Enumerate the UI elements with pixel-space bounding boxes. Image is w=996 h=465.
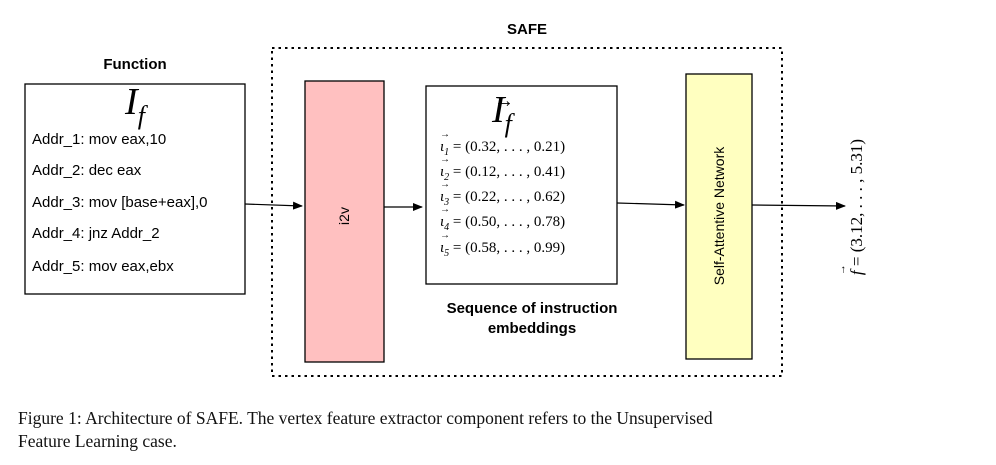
function-title: Function <box>103 56 167 73</box>
figure-caption-line2: Feature Learning case. <box>18 431 177 451</box>
embedding-value: (0.12, . . . , 0.41) <box>465 164 566 180</box>
embedding-symbol: ι <box>440 214 445 230</box>
vector-arrow-icon: → <box>440 129 450 140</box>
vector-arrow-icon: → <box>836 264 848 276</box>
vector-arrow-icon: → <box>440 179 450 190</box>
embedding-value: (0.22, . . . , 0.62) <box>465 189 566 205</box>
embeddings-caption-line1: Sequence of instruction <box>446 300 618 317</box>
network-label: Self-Attentive Network <box>711 146 727 286</box>
embeddings-symbol: → I f <box>492 90 562 144</box>
vector-arrow-icon: → <box>440 204 450 215</box>
embedding-value: (0.32, . . . , 0.21) <box>465 139 566 155</box>
embedding-row: →ι2 = (0.12, . . . , 0.41) <box>440 154 566 183</box>
safe-title: SAFE <box>506 21 547 38</box>
embedding-index: 3 <box>444 197 450 208</box>
function-symbol: If <box>25 82 245 136</box>
embedding-symbol: ι <box>440 240 445 256</box>
embeddings-symbol-main: I <box>492 89 505 131</box>
instruction-line: Addr_2: dec eax <box>32 162 142 179</box>
embedding-row: →ι3 = (0.22, . . . , 0.62) <box>440 179 566 208</box>
arrow-network-to-output <box>751 201 846 210</box>
embedding-index: 1 <box>444 147 450 158</box>
embedding-symbol: ι <box>440 189 445 205</box>
embeddings-caption-line2: embeddings <box>487 320 577 337</box>
i2v-box <box>304 80 385 363</box>
instruction-line: Addr_5: mov eax,ebx <box>32 258 174 275</box>
embedding-index: 5 <box>444 248 450 259</box>
output-symbol: f <box>847 270 866 276</box>
instruction-line: Addr_3: mov [base+eax],0 <box>32 194 208 211</box>
embedding-row: →ι4 = (0.50, . . . , 0.78) <box>440 204 566 233</box>
embedding-symbol: ι <box>440 139 445 155</box>
instruction-line: Addr_4: jnz Addr_2 <box>32 225 160 242</box>
arrow-embeddings-to-network <box>616 200 685 209</box>
vector-arrow-icon: → <box>440 230 450 241</box>
vector-arrow-icon: → <box>440 154 450 165</box>
embedding-row: →ι5 = (0.58, . . . , 0.99) <box>440 230 566 259</box>
embedding-value: (0.58, . . . , 0.99) <box>465 240 566 256</box>
vector-arrow-icon: → <box>494 90 514 112</box>
i2v-label: i2v <box>336 207 352 225</box>
arrow-function-to-i2v <box>244 201 303 210</box>
embedding-value: (0.50, . . . , 0.78) <box>465 214 566 230</box>
output-vector: →f = (3.12, . . . , 5.31) <box>836 138 866 276</box>
embedding-index: 2 <box>444 172 450 183</box>
function-symbol-main: I <box>125 81 138 123</box>
network-box <box>685 73 753 360</box>
embeddings-symbol-sub: f <box>504 109 512 138</box>
embeddings-box <box>425 85 618 285</box>
instruction-line: Addr_1: mov eax,10 <box>32 131 167 148</box>
embedding-row: →ι1 = (0.32, . . . , 0.21) <box>440 129 566 158</box>
output-value: (3.12, . . . , 5.31) <box>847 138 866 253</box>
figure-caption-line1: Figure 1: Architecture of SAFE. The vert… <box>18 408 713 428</box>
function-symbol-sub: f <box>137 101 145 130</box>
safe-container <box>271 47 783 377</box>
embedding-symbol: ι <box>440 164 445 180</box>
embedding-index: 4 <box>444 222 450 233</box>
function-box <box>24 83 246 295</box>
